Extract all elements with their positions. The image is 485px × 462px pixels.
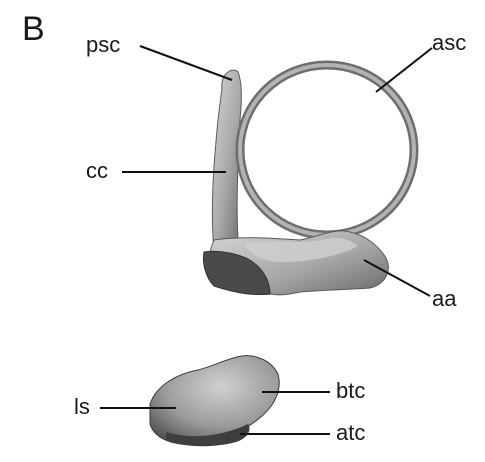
otolith-shape bbox=[150, 356, 279, 445]
anterior-canal-ring-highlight bbox=[240, 65, 414, 235]
leader-psc bbox=[140, 46, 232, 80]
label-atc: atc bbox=[336, 422, 365, 444]
label-psc: psc bbox=[86, 34, 120, 56]
label-asc: asc bbox=[432, 32, 466, 54]
label-ls: ls bbox=[74, 396, 90, 418]
label-btc: btc bbox=[336, 380, 365, 402]
label-aa: aa bbox=[432, 288, 456, 310]
leader-asc bbox=[376, 48, 432, 92]
panel-letter: B bbox=[22, 12, 45, 46]
label-cc: cc bbox=[86, 160, 108, 182]
